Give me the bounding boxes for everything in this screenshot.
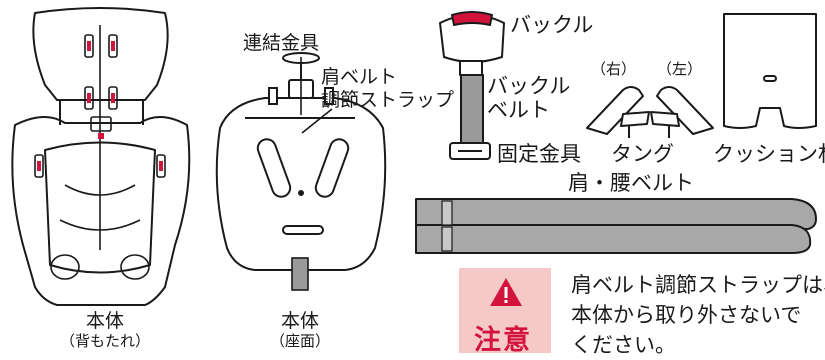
tongue-left-label: （左） (657, 60, 703, 78)
renketsu-leader (300, 57, 302, 115)
caution-line-3: ください。 (571, 333, 676, 357)
cushion-label: クッション材 (713, 142, 825, 166)
cushion-illustration (723, 13, 817, 129)
tongue-right-illustration (586, 86, 650, 138)
buckle-belt-line1: バックル (487, 74, 571, 98)
renketsu-label: 連結金具 (243, 32, 320, 54)
caution-line-1: 肩ベルト調節ストラップは、 (571, 273, 825, 297)
caution-line-2: 本体から取り外さないで (571, 303, 802, 327)
body-back-label: 本体 (55, 312, 155, 331)
kotei-label: 固定金具 (497, 142, 581, 166)
buckle-belt-line2: ベルト (487, 98, 550, 122)
body-back-line2: （背もたれ） (59, 332, 150, 350)
body-back-sub: （背もたれ） (45, 334, 165, 349)
tongue-label: タング (611, 142, 674, 166)
seat-back-illustration (11, 7, 191, 306)
kata-adjust-leader (301, 108, 333, 134)
kata-adjust-line1: 肩ベルト (321, 66, 398, 88)
body-seat-line2: （座面） (269, 332, 330, 350)
body-seat-line1: 本体 (280, 310, 319, 332)
buckle-label: バックル (510, 13, 594, 37)
kata-koshi-belt-illustration (415, 198, 817, 254)
caution-badge-text: 注意 (474, 325, 532, 356)
warning-triangle-icon (490, 278, 522, 306)
tongue-left-illustration (650, 86, 714, 138)
kata-adjust-line2: 調節ストラップ (321, 89, 455, 111)
buckle-illustration (439, 11, 505, 160)
tongue-right-label: （右） (591, 60, 637, 78)
kata-koshi-label: 肩・腰ベルト (568, 171, 694, 195)
caution-message: 肩ベルト調節ストラップは、 本体から取り外さないで ください。 (571, 270, 825, 360)
seat-base-illustration (215, 52, 387, 291)
body-back-line1: 本体 (85, 310, 124, 332)
